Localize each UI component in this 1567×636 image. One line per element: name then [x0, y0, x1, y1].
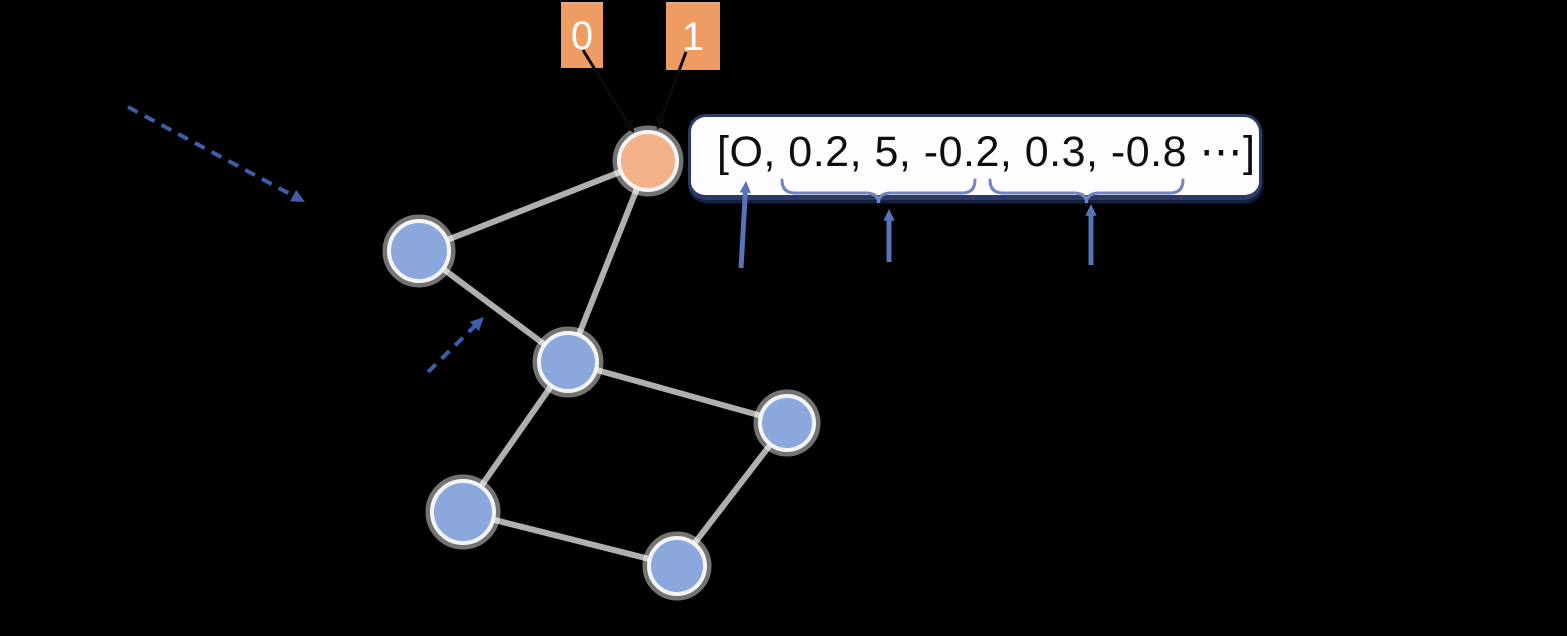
- node-bottom-glow: [642, 531, 712, 601]
- dashed-annotation-arrow: [426, 322, 479, 374]
- index-connector-arrowhead: [655, 116, 668, 130]
- graph-edge: [416, 248, 571, 365]
- node-right-glow: [753, 389, 821, 457]
- feature-vector-box: [O, 0.2, 5, -0.2, 0.3, -0.8 ⋯]: [688, 114, 1262, 200]
- node-left-glow: [382, 214, 456, 288]
- graph-edge: [460, 509, 680, 569]
- node-middle: [537, 331, 599, 393]
- pointer-up-arrowhead: [883, 209, 895, 221]
- node-middle-glow: [532, 326, 604, 398]
- feature-vector-text: [O, 0.2, 5, -0.2, 0.3, -0.8 ⋯]: [717, 128, 1256, 176]
- graph-edge: [674, 420, 790, 569]
- node-right: [758, 394, 816, 452]
- node-lower-left: [430, 479, 496, 545]
- graph-edge: [460, 359, 571, 515]
- index-label-1: 1: [666, 2, 720, 70]
- graph-edge: [565, 359, 790, 426]
- node-left: [387, 219, 451, 283]
- pointer-up-arrowhead: [1085, 204, 1097, 216]
- graph-edge: [416, 158, 651, 254]
- dashed-annotation-arrowhead: [469, 317, 484, 332]
- node-highlighted: [617, 130, 679, 192]
- dashed-annotation-arrow: [127, 105, 298, 200]
- node-bottom: [647, 536, 707, 596]
- index-connector-arrowhead: [622, 119, 634, 133]
- index-label-0: 0: [561, 2, 603, 68]
- node-lower-left-glow: [425, 474, 501, 550]
- node-highlighted-glow: [612, 125, 684, 197]
- dashed-annotation-arrowhead: [290, 189, 305, 202]
- graph-edge: [565, 158, 651, 365]
